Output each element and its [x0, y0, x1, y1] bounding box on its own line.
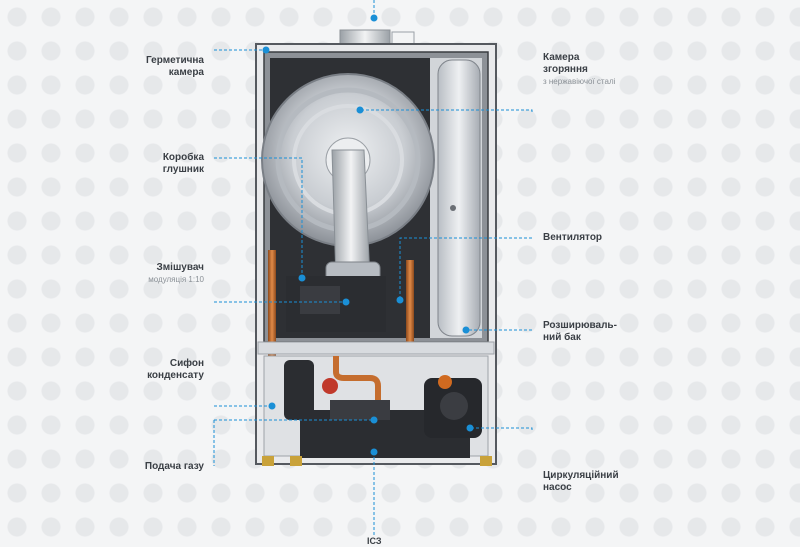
- condensate-siphon: [284, 360, 314, 420]
- label-fan: Вентилятор: [543, 232, 603, 243]
- leader-dot: [466, 424, 474, 432]
- leader-dot: [370, 416, 378, 424]
- leader-dot: [370, 14, 378, 22]
- label-expansion-tank: Розширюваль- ний бак: [543, 320, 617, 343]
- label-sealed-chamber: Герметична камера: [146, 55, 204, 78]
- leader-dot: [342, 298, 350, 306]
- expansion-tank: [437, 59, 481, 337]
- label-mixer: Змішувач модуляція 1:10: [148, 262, 204, 284]
- leader-dot: [370, 448, 378, 456]
- leader-dot: [462, 326, 470, 334]
- label-muffler-box: Коробка глушник: [162, 152, 204, 175]
- leader-dot: [356, 106, 364, 114]
- label-siphon: Сифон конденсату: [147, 358, 204, 381]
- leader-dot: [268, 402, 276, 410]
- leader-dot: [298, 274, 306, 282]
- label-pump: Циркуляційний насос: [543, 470, 619, 493]
- label-bottom: ІСЗ: [367, 536, 382, 546]
- leader-dot: [262, 46, 270, 54]
- label-gas-supply: Подача газу: [144, 461, 204, 472]
- label-combustion-chamber: Камера згоряння з нержавіючої сталі: [543, 52, 616, 86]
- leader-dot: [396, 296, 404, 304]
